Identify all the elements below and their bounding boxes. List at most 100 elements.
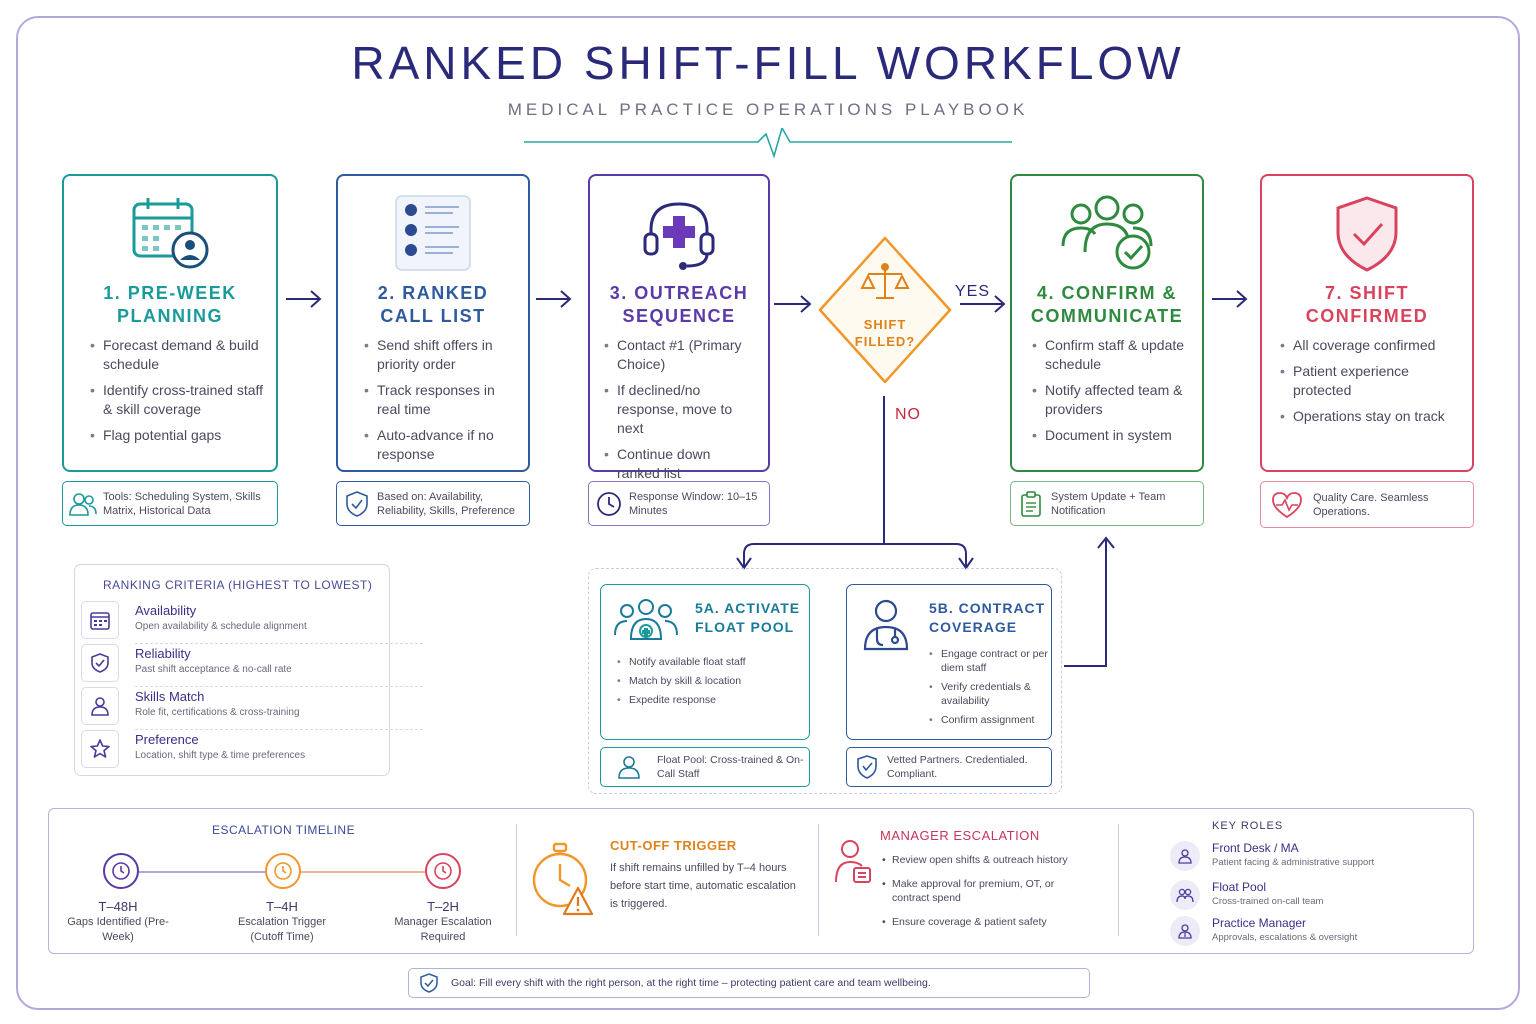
bullet: All coverage confirmed xyxy=(1280,336,1460,355)
criteria-row: Reliability Past shift acceptance & no-c… xyxy=(79,642,423,687)
role-desc: Approvals, escalations & oversight xyxy=(1212,932,1358,943)
bullet: Verify credentials & availability xyxy=(929,680,1051,708)
escalation-panel xyxy=(48,808,1474,954)
step-title: PLANNING xyxy=(117,306,223,326)
calendar-icon xyxy=(81,601,119,639)
star-icon xyxy=(81,730,119,768)
shield-check-icon xyxy=(81,644,119,682)
step-title: 4. CONFIRM & xyxy=(1036,283,1177,303)
flow-arrow xyxy=(536,290,572,308)
contract-note: Vetted Partners. Credentialed. Compliant… xyxy=(846,747,1052,787)
bullet: Expedite response xyxy=(617,693,746,707)
step-title: 3. OUTREACH xyxy=(609,283,749,303)
bullet: Track responses in real time xyxy=(364,381,516,419)
bullet: Make approval for premium, OT, or contra… xyxy=(882,877,1078,905)
bullet: Confirm staff & update schedule xyxy=(1032,336,1190,374)
bullet: Review open shifts & outreach history xyxy=(882,853,1078,867)
scales-icon xyxy=(860,263,910,299)
role-desc: Patient facing & administrative support xyxy=(1212,857,1375,868)
clock-icon xyxy=(434,862,452,880)
float-pool-bullets: Notify available float staff Match by sk… xyxy=(617,655,746,712)
role-item: Practice Manager Approvals, escalations … xyxy=(1170,916,1460,948)
team-check-icon xyxy=(1012,194,1202,274)
timeline-label: Gaps Identified (Pre-Week) xyxy=(67,916,169,943)
step-title: CALL LIST xyxy=(380,306,486,326)
timeline-label: Manager Escalation Required xyxy=(394,916,492,943)
decision-label: SHIFT xyxy=(863,317,907,332)
step-title: 2. RANKED xyxy=(377,283,489,303)
person-icon xyxy=(601,754,657,780)
manager-icon xyxy=(1170,916,1200,946)
step-title: CONFIRMED xyxy=(1305,306,1429,326)
clock-icon xyxy=(274,862,292,880)
goal-text: Goal: Fill every shift with the right pe… xyxy=(451,977,931,989)
person-icon xyxy=(1170,841,1200,871)
cutoff-heading: CUT-OFF TRIGGER xyxy=(610,838,737,853)
yes-label: YES xyxy=(955,283,991,300)
role-item: Front Desk / MA Patient facing & adminis… xyxy=(1170,841,1460,873)
timeline-line xyxy=(120,871,450,873)
bullet: Document in system xyxy=(1032,426,1190,445)
clock-icon xyxy=(112,862,130,880)
float-pool-team-icon xyxy=(614,599,678,640)
criteria-desc: Open availability & schedule alignment xyxy=(135,621,307,632)
timeline-point xyxy=(425,853,461,889)
step-bullets: Send shift offers in priority order Trac… xyxy=(364,336,516,471)
clipboard-icon xyxy=(1011,490,1051,518)
criteria-name: Reliability xyxy=(135,646,191,661)
note-text: Float Pool: Cross-trained & On-Call Staf… xyxy=(657,754,804,780)
people-icon xyxy=(63,491,103,517)
note-text: System Update + Team Notification xyxy=(1051,490,1166,517)
step-note: Based on: Availability, Reliability, Ski… xyxy=(336,481,530,526)
step-title: COMMUNICATE xyxy=(1030,306,1184,326)
ranked-list-icon xyxy=(338,194,528,274)
bullet: Continue down ranked list xyxy=(604,445,756,483)
float-pool-note: Float Pool: Cross-trained & On-Call Staf… xyxy=(600,747,810,787)
flow-arrow xyxy=(286,290,322,308)
step-note: Tools: Scheduling System, Skills Matrix,… xyxy=(62,481,278,526)
bullet: Ensure coverage & patient safety xyxy=(882,915,1078,929)
criteria-name: Preference xyxy=(135,732,199,747)
timeline-time: T–48H xyxy=(98,899,138,914)
bullet: Flag potential gaps xyxy=(90,426,264,445)
note-text: Tools: Scheduling System, Skills Matrix,… xyxy=(103,490,261,517)
heart-pulse-icon xyxy=(1261,490,1313,520)
bullet: Notify available float staff xyxy=(617,655,746,669)
note-text: Quality Care. Seamless Operations. xyxy=(1313,491,1429,518)
bullet: Operations stay on track xyxy=(1280,407,1460,426)
shield-check-icon xyxy=(337,490,377,518)
shield-check-icon xyxy=(847,754,887,780)
criteria-name: Skills Match xyxy=(135,689,205,704)
step-note: Response Window: 10–15 Minutes xyxy=(588,481,770,526)
criteria-row: Availability Open availability & schedul… xyxy=(79,599,423,644)
criteria-row: Skills Match Role fit, certifications & … xyxy=(79,685,423,730)
bullet: If declined/no response, move to next xyxy=(604,381,756,438)
bullet: Engage contract or per diem staff xyxy=(929,647,1051,675)
note-text: Response Window: 10–15 Minutes xyxy=(629,490,758,517)
contract-bullets: Engage contract or per diem staff Verify… xyxy=(929,647,1051,732)
bullet: Patient experience protected xyxy=(1280,362,1460,400)
subcard-title: COVERAGE xyxy=(929,619,1018,635)
step-bullets: Confirm staff & update schedule Notify a… xyxy=(1032,336,1190,452)
criteria-row: Preference Location, shift type & time p… xyxy=(79,728,349,770)
step-note: Quality Care. Seamless Operations. xyxy=(1260,481,1474,528)
page-subtitle: MEDICAL PRACTICE OPERATIONS PLAYBOOK xyxy=(507,100,1029,119)
criteria-desc: Role fit, certifications & cross-trainin… xyxy=(135,707,300,718)
timeline-label: Escalation Trigger (Cutoff Time) xyxy=(237,916,327,943)
bullet: Forecast demand & build schedule xyxy=(90,336,264,374)
yes-arrow xyxy=(960,295,1006,313)
timeline-point xyxy=(103,853,139,889)
flow-arrow xyxy=(774,295,812,313)
roles-heading: KEY ROLES xyxy=(1212,820,1284,832)
bullet: Send shift offers in priority order xyxy=(364,336,516,374)
criteria-desc: Past shift acceptance & no-call rate xyxy=(135,664,292,675)
step-title: 7. SHIFT xyxy=(1324,283,1409,303)
no-branch-connector xyxy=(736,396,1115,667)
manager-icon xyxy=(835,840,871,883)
clinician-icon xyxy=(863,599,909,651)
step-bullets: All coverage confirmed Patient experienc… xyxy=(1280,336,1460,433)
heartbeat-divider-icon xyxy=(524,128,1012,159)
